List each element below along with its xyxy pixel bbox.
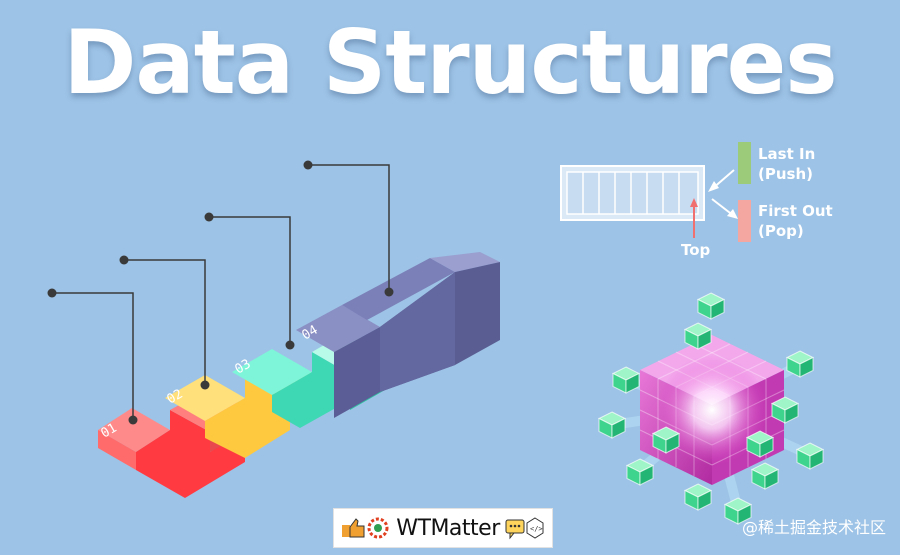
step-label-03: 03	[233, 357, 254, 378]
step-04	[296, 252, 500, 418]
green-cube	[625, 458, 655, 486]
green-cube	[651, 426, 681, 454]
green-cube	[750, 462, 780, 490]
step-label-01: 01	[99, 421, 120, 442]
green-cube	[785, 350, 815, 378]
logo-text: WTMatter	[396, 515, 500, 541]
green-cube	[683, 322, 713, 350]
step-label-04: 04	[300, 323, 321, 344]
last-in-label: Last In	[758, 145, 815, 163]
step-label-02: 02	[165, 387, 186, 408]
green-cube	[770, 396, 800, 424]
page-title: Data Structures	[63, 11, 837, 114]
green-cube	[723, 497, 753, 525]
wtmatter-logo: WTMatter </>	[333, 508, 553, 548]
green-cube	[795, 442, 825, 470]
pop-color-bar	[738, 200, 751, 242]
watermark: @稀土掘金技术社区	[741, 518, 886, 537]
green-cube	[696, 292, 726, 320]
cube-cluster	[597, 292, 825, 525]
green-cube	[611, 366, 641, 394]
top-label: Top	[681, 241, 711, 259]
callout-lines	[52, 164, 390, 420]
svg-text:</>: </>	[530, 525, 543, 533]
push-color-bar	[738, 142, 751, 184]
logo-icons-right: </>	[505, 517, 544, 540]
green-cube	[745, 430, 775, 458]
green-cube	[597, 411, 627, 439]
logo-icons-left	[342, 517, 389, 539]
first-out-label: First Out	[758, 202, 833, 220]
green-cube	[683, 483, 713, 511]
stack-diagram	[560, 165, 738, 238]
callout-dots	[47, 160, 394, 425]
pop-label: (Pop)	[758, 222, 804, 240]
push-label: (Push)	[758, 165, 813, 183]
